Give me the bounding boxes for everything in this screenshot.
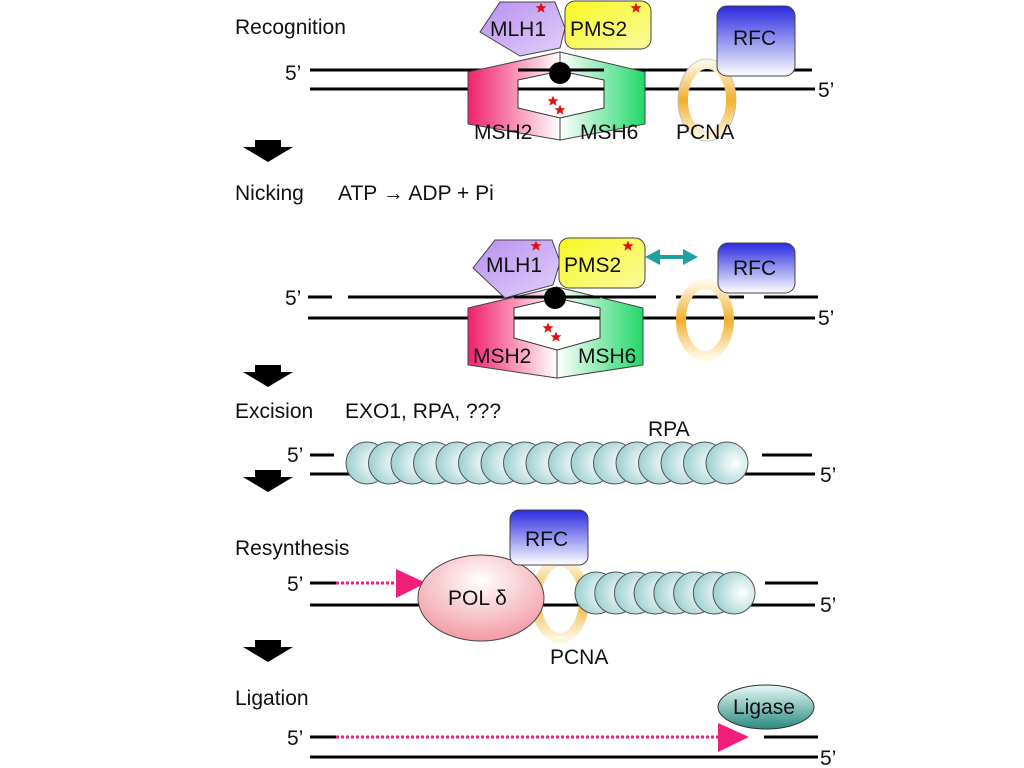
five-prime-label: 5’ (818, 79, 834, 102)
step-nicking: Nicking ATP → ADP + Pi 5’ 5’ MLH1 PMS2 (235, 182, 834, 379)
step-label-excision: Excision (235, 400, 313, 423)
five-prime-label: 5’ (287, 573, 303, 596)
step-arrow-icon (243, 140, 293, 162)
pol-delta-label: POL δ (448, 587, 507, 610)
pcna-label: PCNA (676, 121, 734, 144)
five-prime-label: 5’ (820, 747, 836, 768)
rpa-label: RPA (648, 418, 690, 441)
five-prime-label: 5’ (820, 464, 836, 487)
pcna-ring (678, 59, 736, 141)
rfc-shape (717, 242, 796, 294)
pms2-shape (558, 237, 646, 289)
msh6-label: MSH6 (578, 345, 636, 368)
interaction-double-arrow-icon (645, 249, 698, 265)
pms2-label: PMS2 (564, 254, 621, 277)
rfc-label: RFC (733, 27, 776, 50)
rfc-shape (716, 5, 796, 77)
rpa-bead-chain (345, 441, 749, 485)
pol-delta-shape (417, 554, 545, 642)
ligase-label: Ligase (733, 696, 795, 719)
ligase-shape (717, 684, 815, 730)
step-label-recognition: Recognition (235, 16, 346, 39)
mlh1-label: MLH1 (490, 18, 546, 41)
five-prime-label: 5’ (285, 287, 301, 310)
mlh1-shape (472, 239, 561, 299)
synthesis-arrowhead-icon (718, 723, 749, 752)
excision-factors: EXO1, RPA, ??? (345, 400, 501, 423)
rpa-bead (712, 571, 756, 615)
mlh1-shape (479, 1, 566, 57)
step-arrow-icon (243, 470, 293, 492)
rfc-label: RFC (733, 257, 776, 280)
mismatch-dot (544, 287, 566, 309)
pms2-label: PMS2 (570, 18, 627, 41)
msh2-label: MSH2 (474, 121, 532, 144)
nicking-reaction: ATP → ADP + Pi (338, 182, 494, 205)
five-prime-label: 5’ (285, 62, 301, 85)
msh6-label: MSH6 (580, 121, 638, 144)
step-label-ligation: Ligation (235, 687, 309, 710)
five-prime-label: 5’ (287, 444, 303, 467)
rfc-shape (509, 509, 589, 566)
five-prime-label: 5’ (820, 594, 836, 617)
rpa-bead-chain (574, 571, 756, 615)
mlh1-label: MLH1 (486, 254, 542, 277)
pms2-shape (564, 0, 652, 50)
step-label-nicking: Nicking (235, 182, 304, 205)
step-ligation: Ligation 5’ 5’ Ligase (235, 684, 836, 768)
rfc-label: RFC (525, 528, 568, 551)
synthesis-arrowhead-icon (396, 569, 426, 598)
step-recognition: Recognition 5’ 5’ MLH1 PMS2 RFC MSH2 MSH… (235, 0, 834, 144)
step-arrow-icon (243, 640, 293, 662)
pcna-ring (676, 279, 734, 361)
step-excision: Excision EXO1, RPA, ??? RPA 5’ 5’ (235, 400, 836, 487)
msh2-msh6-complex (467, 286, 644, 379)
step-resynthesis: Resynthesis 5’ 5’ POL δ RFC PCNA (235, 509, 836, 669)
five-prime-label: 5’ (287, 727, 303, 750)
step-label-resynthesis: Resynthesis (235, 537, 349, 560)
five-prime-label: 5’ (818, 307, 834, 330)
msh2-msh6-complex (467, 51, 646, 141)
pcna-label: PCNA (550, 646, 608, 669)
rpa-bead (705, 441, 749, 485)
msh2-label: MSH2 (473, 345, 531, 368)
step-arrow-icon (243, 365, 293, 387)
mismatch-dot (549, 62, 571, 84)
